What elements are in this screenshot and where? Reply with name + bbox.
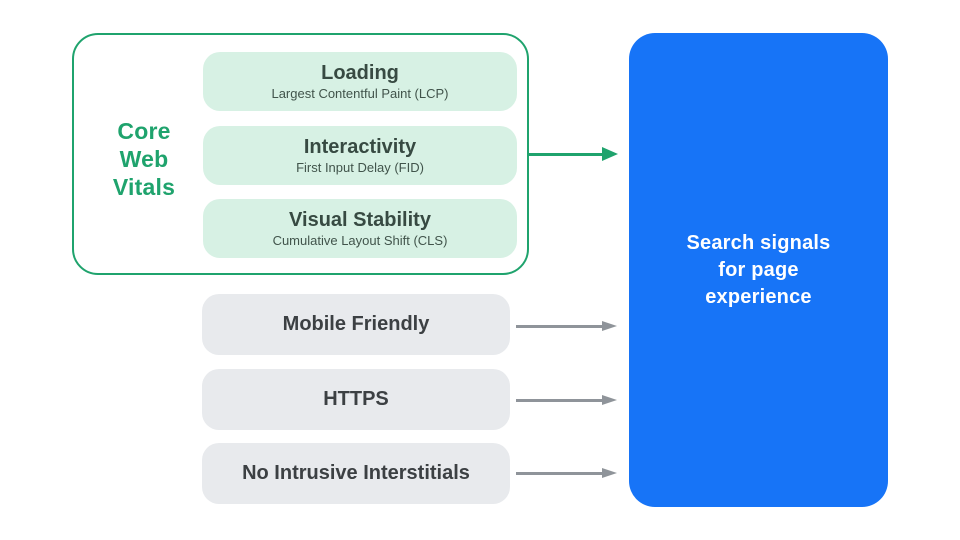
metric-subtitle: First Input Delay (FID) — [296, 159, 424, 175]
search-signals-label: Search signals for page experience — [686, 231, 831, 308]
arrow-line — [529, 153, 603, 156]
arrow-line — [516, 472, 603, 475]
metric-pill-interactivity: Interactivity First Input Delay (FID) — [203, 126, 517, 185]
signal-pill-https: HTTPS — [202, 369, 510, 430]
search-signals-result-box: Search signals for page experience — [629, 33, 888, 507]
signal-label: No Intrusive Interstitials — [242, 462, 470, 484]
arrow-line — [516, 399, 603, 402]
core-web-vitals-label: Core Web Vitals — [112, 118, 176, 200]
signal-label: HTTPS — [323, 388, 389, 410]
arrow-right-icon — [602, 147, 618, 161]
signal-label: Mobile Friendly — [282, 313, 430, 335]
arrow-right-icon — [602, 468, 617, 478]
arrow-right-icon — [602, 395, 617, 405]
metric-title: Interactivity — [303, 135, 417, 158]
signal-pill-no-intrusive-interstitials: No Intrusive Interstitials — [202, 443, 510, 504]
metric-title: Visual Stability — [289, 208, 431, 231]
metric-title: Loading — [321, 61, 399, 84]
metric-subtitle: Cumulative Layout Shift (CLS) — [272, 232, 448, 248]
metric-pill-loading: Loading Largest Contentful Paint (LCP) — [203, 52, 517, 111]
arrow-line — [516, 325, 603, 328]
metric-subtitle: Largest Contentful Paint (LCP) — [271, 85, 449, 101]
arrow-right-icon — [602, 321, 617, 331]
metric-pill-visual-stability: Visual Stability Cumulative Layout Shift… — [203, 199, 517, 258]
signal-pill-mobile-friendly: Mobile Friendly — [202, 294, 510, 355]
